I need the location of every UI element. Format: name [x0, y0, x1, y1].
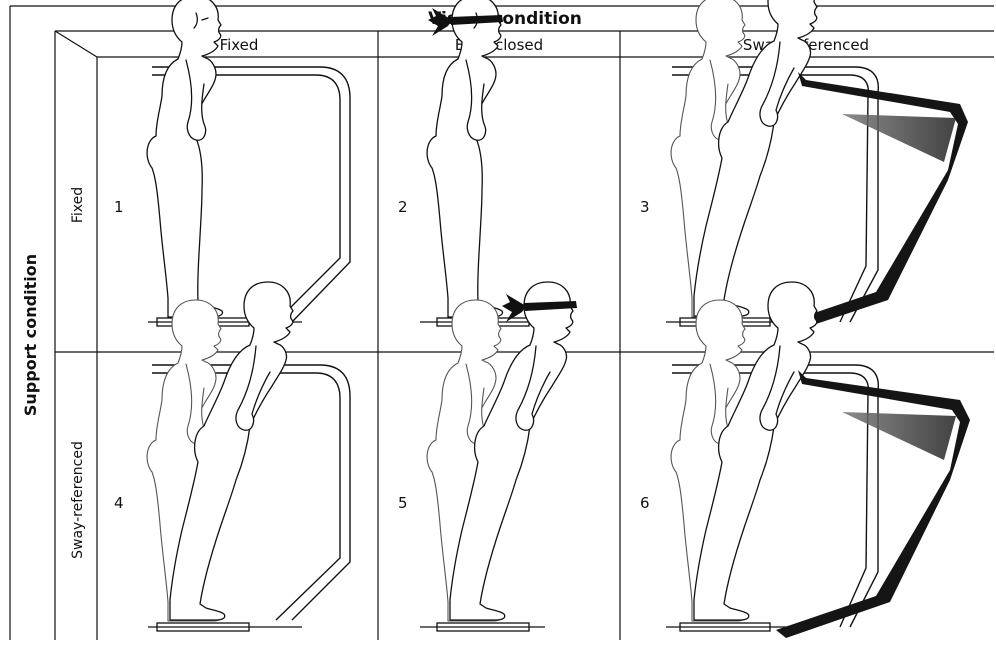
column-header-fixed: Fixed [220, 36, 259, 54]
panel-number-2: 2 [398, 198, 408, 216]
panel-number-4: 4 [114, 494, 124, 512]
support-condition-title: Support condition [21, 254, 40, 416]
row-header-fixed: Fixed [70, 187, 86, 223]
panel-3: 3 [640, 0, 968, 334]
panel-number-1: 1 [114, 198, 124, 216]
panel-number-3: 3 [640, 198, 650, 216]
panel-number-6: 6 [640, 494, 650, 512]
standing-person [147, 0, 222, 317]
panel-6: 6 [640, 282, 970, 638]
panel-4: 4 [114, 282, 350, 631]
gaze-cone [842, 412, 956, 460]
row-header-sway-referenced: Sway-referenced [70, 441, 86, 559]
panel-5: 5 [398, 282, 577, 631]
gaze-cone [842, 114, 956, 162]
panel-number-5: 5 [398, 494, 408, 512]
standing-person [427, 0, 502, 317]
visual-surround-bar [776, 370, 970, 638]
